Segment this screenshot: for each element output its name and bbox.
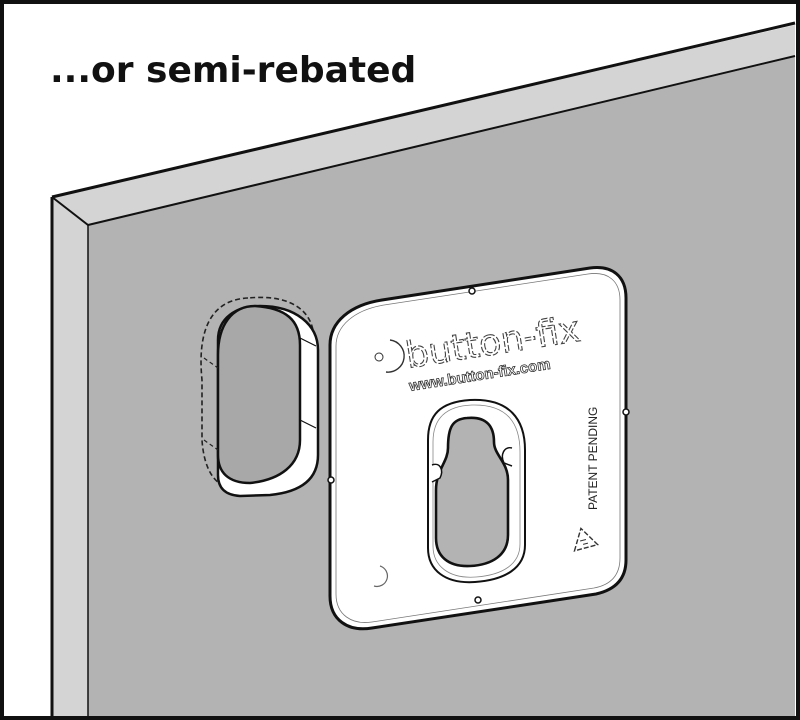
logo-mark-icon [385,339,405,373]
heading-text: ...or semi-rebated [50,50,416,91]
patent-pending-text: PATENT PENDING [586,407,600,510]
keyhole-icon [434,416,510,568]
recess-hole [200,296,320,498]
button-fix-plate: button-fix www.button-fix.com PATENT PEN… [327,266,630,631]
recycle-icon [573,527,600,552]
screw-dimple-icon [373,565,389,588]
